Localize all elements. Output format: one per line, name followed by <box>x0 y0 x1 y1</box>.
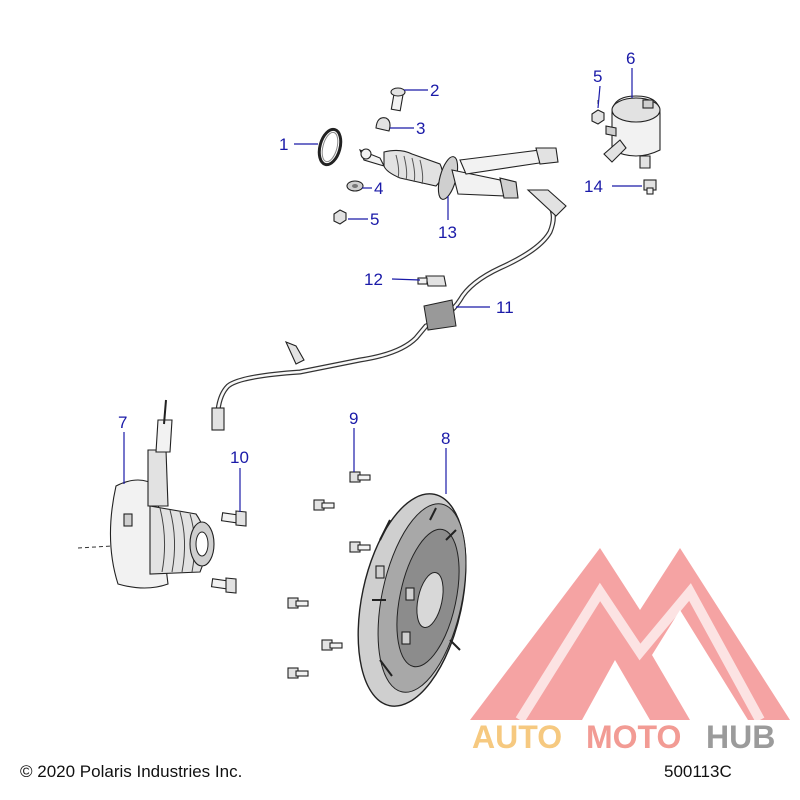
part-plate-bolt-5[interactable] <box>321 639 343 651</box>
part-fluid-reservoir[interactable] <box>603 95 661 169</box>
leader-lines <box>123 68 642 512</box>
callout-4: 4 <box>374 179 383 198</box>
part-slave-cylinder[interactable] <box>77 399 215 589</box>
watermark-word-auto: AUTO <box>472 719 562 755</box>
watermark-word-hub: HUB <box>706 719 775 755</box>
copyright-text: © 2020 Polaris Industries Inc. <box>20 762 243 781</box>
callout-3: 3 <box>416 119 425 138</box>
callout-2: 2 <box>430 81 439 100</box>
part-o-ring[interactable] <box>316 127 345 167</box>
callout-5-left: 5 <box>370 210 379 229</box>
callout-7: 7 <box>118 413 127 432</box>
part-clevis-pin[interactable] <box>390 87 406 112</box>
callout-14: 14 <box>584 177 603 196</box>
part-line-fitting[interactable] <box>284 340 305 365</box>
callout-8: 8 <box>441 429 450 448</box>
callout-5-right: 5 <box>593 67 602 86</box>
callout-12: 12 <box>364 270 383 289</box>
callout-10: 10 <box>230 448 249 467</box>
watermark-word-moto: MOTO <box>586 719 681 755</box>
part-plate-bolt-4[interactable] <box>287 597 309 609</box>
part-plate-bolt-1[interactable] <box>349 471 371 483</box>
part-master-cylinder[interactable] <box>359 147 559 201</box>
part-clutch-pressure-plate[interactable] <box>341 484 484 716</box>
part-nut-left[interactable] <box>333 209 347 225</box>
diagram-id: 500113C <box>664 762 732 781</box>
part-plate-bolt-2[interactable] <box>313 499 335 511</box>
part-slave-bolt-lower[interactable] <box>210 577 237 594</box>
part-reservoir-screw[interactable] <box>643 179 657 195</box>
part-plate-bolt-3[interactable] <box>349 541 371 553</box>
callout-6: 6 <box>626 49 635 68</box>
callout-11: 11 <box>496 298 514 317</box>
watermark-logo: AUTO MOTO HUB <box>470 548 790 755</box>
callout-1: 1 <box>279 135 288 154</box>
part-plate-bolt-6[interactable] <box>287 667 309 679</box>
part-bleeder-valve[interactable] <box>417 275 447 287</box>
callout-13: 13 <box>438 223 457 242</box>
part-slave-bolt-upper[interactable] <box>220 510 247 527</box>
part-retaining-clip[interactable] <box>375 117 391 132</box>
callout-9: 9 <box>349 409 358 428</box>
part-hydraulic-line[interactable] <box>211 189 567 431</box>
part-washer[interactable] <box>346 180 364 192</box>
